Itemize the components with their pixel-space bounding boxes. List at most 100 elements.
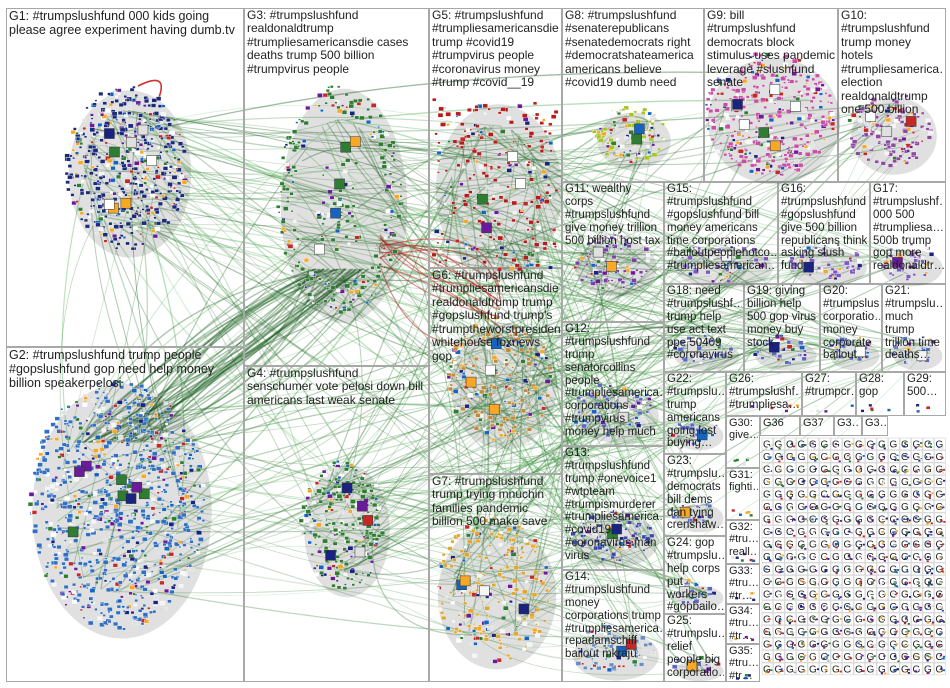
- node: [151, 229, 155, 232]
- node: [105, 481, 108, 484]
- node: [193, 484, 196, 487]
- node: [479, 165, 484, 169]
- node: [805, 128, 807, 130]
- node: [649, 129, 652, 132]
- cluster-g7: [436, 517, 556, 670]
- node: [198, 537, 203, 541]
- node: [903, 445, 905, 447]
- node: [472, 578, 476, 581]
- node: [851, 405, 854, 407]
- node: [97, 440, 101, 443]
- node: [110, 191, 113, 193]
- node: [291, 210, 293, 212]
- node: [651, 114, 655, 117]
- node: [542, 119, 545, 121]
- node: [536, 264, 540, 267]
- node: [105, 473, 108, 475]
- node: [819, 93, 822, 96]
- node: [74, 477, 79, 481]
- node: [103, 621, 107, 624]
- node: [735, 160, 737, 162]
- node: [55, 417, 60, 421]
- node: [869, 146, 873, 149]
- node: [150, 592, 154, 595]
- node: [463, 619, 466, 621]
- node: [84, 512, 88, 515]
- node: [613, 124, 616, 126]
- node: [494, 211, 499, 215]
- node: [135, 192, 138, 195]
- node: [120, 222, 122, 224]
- node: [793, 459, 795, 461]
- node: [327, 92, 331, 95]
- node: [460, 183, 464, 186]
- node: [896, 472, 898, 474]
- small-group-cell: G: [923, 463, 934, 476]
- node: [824, 410, 827, 412]
- node: [133, 450, 138, 454]
- node: [767, 448, 769, 450]
- node: [291, 270, 293, 272]
- node: [75, 516, 79, 519]
- hub-node: [116, 475, 126, 485]
- node: [830, 102, 833, 104]
- node: [476, 125, 480, 128]
- node: [754, 99, 759, 103]
- node: [164, 127, 168, 130]
- node: [622, 108, 625, 110]
- node: [351, 523, 355, 526]
- node: [151, 465, 155, 468]
- node: [192, 458, 194, 460]
- node: [894, 447, 896, 449]
- node: [179, 134, 181, 136]
- node: [116, 119, 118, 121]
- node: [134, 616, 138, 619]
- node: [533, 631, 536, 634]
- small-group-label: G: [809, 465, 817, 476]
- node: [317, 93, 322, 97]
- node: [524, 240, 528, 243]
- node: [66, 593, 70, 597]
- node: [493, 238, 495, 240]
- node: [128, 463, 131, 465]
- node: [152, 468, 156, 471]
- node: [837, 447, 839, 449]
- hub-node: [335, 179, 345, 189]
- node: [67, 406, 70, 409]
- node: [130, 88, 134, 91]
- node: [96, 397, 99, 399]
- node: [125, 454, 129, 457]
- node: [377, 507, 381, 510]
- node: [819, 135, 823, 138]
- node: [307, 293, 312, 297]
- node: [899, 155, 903, 158]
- node: [435, 133, 438, 135]
- node: [278, 212, 280, 214]
- node: [791, 443, 793, 445]
- node: [34, 502, 39, 506]
- node: [464, 194, 469, 198]
- node: [350, 569, 355, 573]
- node: [112, 423, 117, 427]
- node: [846, 472, 848, 474]
- node: [133, 546, 135, 548]
- node: [499, 196, 503, 199]
- node: [375, 538, 379, 541]
- node: [777, 137, 779, 139]
- node: [368, 116, 372, 119]
- node: [806, 141, 809, 144]
- node: [288, 244, 293, 248]
- node: [333, 465, 335, 467]
- node: [768, 446, 770, 448]
- node: [477, 152, 482, 156]
- node: [149, 487, 153, 490]
- node: [774, 103, 776, 105]
- node: [178, 487, 182, 491]
- node: [499, 642, 502, 645]
- node: [851, 146, 854, 149]
- node: [488, 108, 491, 110]
- node: [906, 470, 908, 472]
- node: [379, 114, 383, 117]
- node: [438, 608, 442, 611]
- node: [531, 261, 535, 264]
